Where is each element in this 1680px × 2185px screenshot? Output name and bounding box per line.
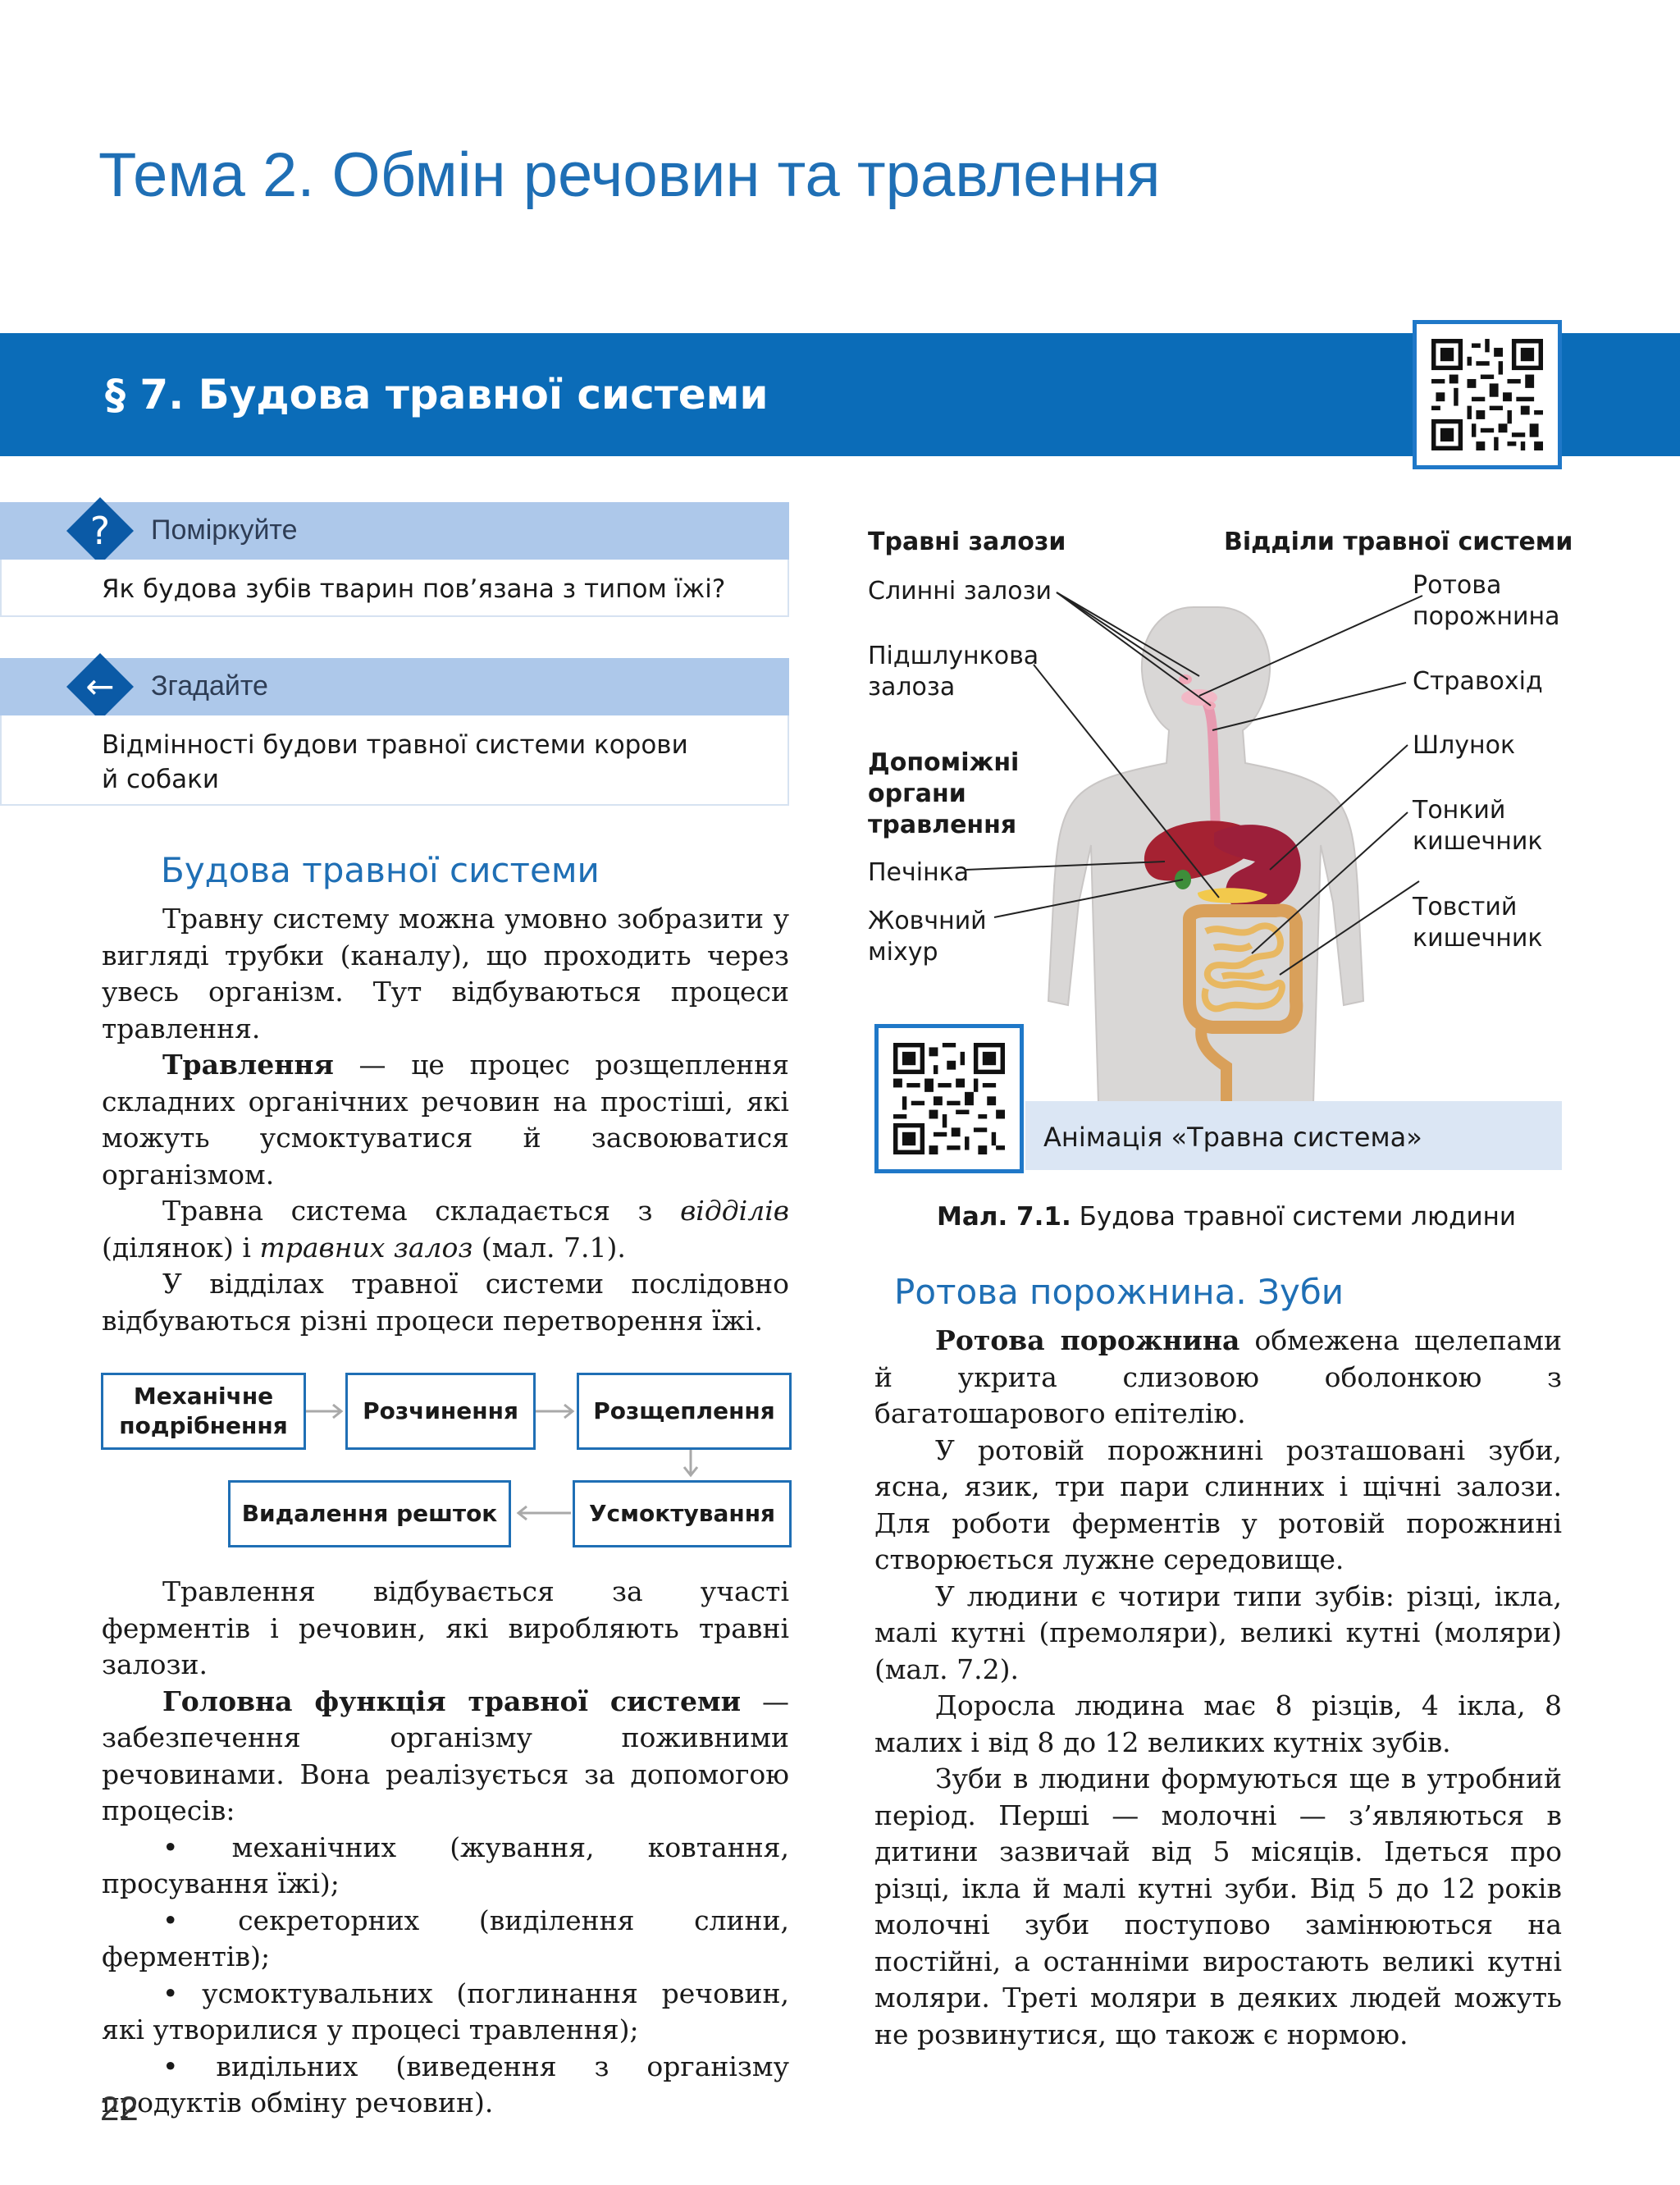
page-number: 22 (100, 2089, 139, 2128)
text: — забезпечення організму поживними речов… (102, 1684, 790, 1827)
left-text-block-1: Травну систему можна умовно зобразити у … (102, 901, 789, 1339)
flow-step: Механічне подрібнення (101, 1373, 306, 1450)
section-title: § 7. Будова травної системи (105, 371, 769, 418)
section-banner (0, 333, 1680, 456)
qr-code-icon (1431, 339, 1543, 450)
label-gallbladder: Жовчний міхур (868, 907, 987, 967)
text: обмежена щелепами й укрита слизовою обол… (874, 1324, 1562, 1429)
think-box-body (0, 560, 789, 617)
label-mouth: Ротова порожнина (1413, 571, 1560, 631)
term: Травлення (162, 1049, 334, 1081)
right-text-block: Ротова порожнина обмежена щелепами й укр… (874, 1323, 1562, 2053)
recall-box-title: Згадайте (151, 670, 268, 702)
term: Головна функція травної системи (162, 1684, 742, 1717)
recall-box-body (0, 715, 789, 806)
flow-step: Видалення решток (228, 1480, 511, 1547)
recall-box-text: Відмінності будови травної системи коров… (102, 728, 758, 797)
term: травних залоз (259, 1231, 473, 1264)
paragraph: Головна функція травної системи — забезп… (102, 1684, 789, 1830)
text: Травна система складається з (162, 1195, 681, 1227)
topic-title: Тема 2. Обмін речовин та травлення (98, 140, 1161, 210)
flow-step: Усмоктування (573, 1480, 792, 1547)
qr-code[interactable] (1413, 320, 1562, 469)
recall-line: й собаки (102, 765, 219, 794)
list-item: • секреторних (виділення слини, ферменті… (102, 1904, 789, 1973)
figure-heading-sections: Відділи травної системи (1224, 528, 1573, 556)
text: (ділянок) і (102, 1231, 260, 1264)
label-large-intestine: Товстий кишечник (1413, 893, 1543, 953)
arrow-left-icon: ← (85, 666, 115, 706)
flow-step: Розчинення (345, 1373, 536, 1450)
label-esophagus: Стравохід (1413, 667, 1543, 696)
recall-line: Відмінності будови травної системи коров… (102, 730, 688, 760)
list-item: • усмоктувальних (поглинання речовин, як… (102, 1977, 789, 2046)
figure-caption: Мал. 7.1. Будова травної системи людини (937, 1202, 1516, 1232)
paragraph: Ротова порожнина обмежена щелепами й укр… (874, 1323, 1562, 1433)
caption-text: Будова травної системи людини (1071, 1202, 1517, 1232)
left-text-block-2: Травлення відбувається за участі фермент… (102, 1574, 789, 2122)
paragraph: Травна система складається з відділів (д… (102, 1193, 789, 1266)
caption-label: Мал. 7.1. (937, 1202, 1071, 1232)
paragraph: Травлення відбувається за участі фермент… (102, 1575, 789, 1680)
flow-arrows (305, 1403, 699, 1521)
text: (мал. 7.1). (472, 1231, 626, 1264)
list-item: • механічних (жування, ковтання, просува… (102, 1831, 789, 1900)
label-accessory-organs: Допоміжні органи травлення (868, 748, 1020, 839)
paragraph: У відділах травної системи послідовно ві… (102, 1268, 789, 1337)
animation-link-text[interactable]: Анімація «Травна система» (1043, 1122, 1422, 1153)
paragraph: У людини є чотири типи зубів: різці, ікл… (874, 1579, 1562, 1685)
flow-step: Розщеплення (577, 1373, 792, 1450)
paragraph: Зуби в людини формуються ще в утробний п… (874, 1762, 1562, 2050)
term: відділів (680, 1195, 789, 1227)
right-subheading: Ротова порожнина. Зуби (894, 1272, 1344, 1312)
question-icon: ? (89, 509, 111, 553)
list-item: • видільних (виведення з організму проду… (102, 2050, 789, 2119)
label-liver: Печінка (868, 858, 970, 887)
label-stomach: Шлунок (1413, 731, 1516, 760)
digestive-system-illustration (966, 592, 1423, 1132)
think-box-text: Як будова зубів тварин пов’язана з типом… (102, 574, 726, 604)
qr-code-animation[interactable] (874, 1024, 1024, 1173)
paragraph: Доросла людина має 8 різців, 4 ікла, 8 м… (874, 1689, 1562, 1758)
animation-link-banner[interactable] (1025, 1101, 1562, 1170)
label-small-intestine: Тонкий кишечник (1413, 796, 1543, 856)
paragraph: Травну систему можна умовно зобразити у … (102, 903, 789, 1045)
left-subheading: Будова травної системи (161, 850, 600, 890)
qr-code-icon (893, 1043, 1005, 1154)
label-pancreas: Підшлункова залоза (868, 642, 1039, 702)
paragraph: Травлення — це процес розщеплення складн… (102, 1047, 789, 1193)
figure-heading-glands: Травні залози (868, 528, 1066, 556)
label-salivary-glands: Слинні залози (868, 577, 1052, 606)
paragraph: У ротовій порожнині розташовані зуби, яс… (874, 1433, 1562, 1576)
think-box-title: Поміркуйте (151, 514, 298, 546)
text: — це процес розщеплення складних органіч… (102, 1049, 789, 1191)
term: Ротова порожнина (935, 1324, 1240, 1356)
